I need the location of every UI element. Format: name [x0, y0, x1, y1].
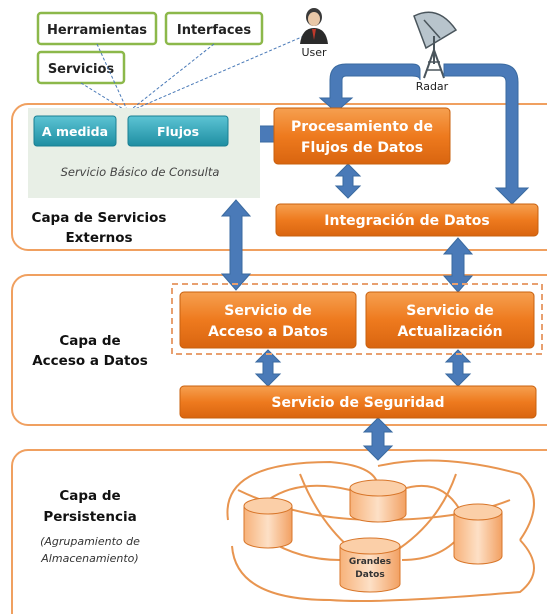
data-access-line1: Servicio de: [224, 303, 312, 319]
persistence-layer-label-line1: Capa de: [59, 488, 120, 504]
stream-processing-line2: Flujos de Datos: [301, 140, 423, 156]
big-data-label-line1: Grandes: [349, 557, 391, 567]
stream-processing-line1: Procesamiento de: [291, 119, 433, 135]
access-layer-label-line1: Capa de: [59, 333, 120, 349]
flujos-label: Flujos: [157, 124, 199, 139]
user-label: User: [301, 46, 327, 59]
processing-integration-arrow: [334, 163, 362, 199]
update-service-box[interactable]: Servicio de Actualización: [365, 291, 535, 349]
interfaces-box[interactable]: Interfaces: [164, 11, 264, 46]
access-layer-label-line2: Acceso a Datos: [32, 353, 148, 369]
storage-cylinder-left: [243, 497, 293, 549]
servicios-box[interactable]: Servicios: [36, 50, 126, 85]
access-layer-frame: [11, 274, 547, 426]
stream-processing-box[interactable]: Procesamiento de Flujos de Datos: [273, 107, 451, 165]
a-medida-button[interactable]: A medida: [33, 115, 117, 147]
data-integration-label: Integración de Datos: [324, 213, 489, 229]
radar-icon: [413, 11, 458, 79]
big-data-label-line2: Datos: [355, 570, 384, 580]
storage-cylinder-right: [453, 503, 503, 565]
herramientas-label: Herramientas: [47, 23, 147, 38]
interfaces-label: Interfaces: [177, 23, 251, 38]
data-integration-box[interactable]: Integración de Datos: [275, 203, 539, 237]
radar-to-integration-arrow: [443, 63, 530, 205]
radar-to-processing-arrow: [318, 63, 421, 113]
services-layer-label-line2: Externos: [65, 230, 132, 246]
radar-label: Radar: [416, 80, 449, 93]
persistence-layer-frame: [11, 449, 547, 614]
user-icon: [300, 8, 328, 44]
persistence-caption-line2: Almacenamiento): [40, 552, 138, 565]
security-service-label: Servicio de Seguridad: [271, 395, 444, 411]
basic-service-access-arrow: [220, 199, 252, 291]
persistence-layer-label-line2: Persistencia: [43, 509, 136, 525]
data-access-line2: Acceso a Datos: [208, 324, 328, 340]
update-service-line2: Actualización: [397, 324, 502, 340]
security-persistence-arrow: [362, 417, 394, 461]
herramientas-box[interactable]: Herramientas: [36, 11, 158, 46]
basic-service-caption: Servicio Básico de Consulta: [61, 165, 220, 179]
tool-connectors: [80, 35, 305, 113]
update-service-line1: Servicio de: [406, 303, 494, 319]
persistence-caption-line1: (Agrupamiento de: [40, 535, 140, 548]
a-medida-label: A medida: [42, 124, 108, 139]
access-security-arrow: [254, 349, 282, 387]
flujos-button[interactable]: Flujos: [127, 115, 229, 147]
security-service-box[interactable]: Servicio de Seguridad: [179, 385, 537, 419]
data-access-service-box[interactable]: Servicio de Acceso a Datos: [179, 291, 357, 349]
update-security-arrow: [444, 349, 472, 387]
storage-cylinder-top: [349, 479, 407, 523]
big-data-cylinder: Grandes Datos: [339, 537, 401, 593]
access-services-dashed-group: [171, 283, 543, 355]
services-layer-label-line1: Capa de Servicios: [32, 210, 167, 226]
servicios-label: Servicios: [48, 62, 115, 77]
services-layer-frame: [11, 103, 547, 251]
